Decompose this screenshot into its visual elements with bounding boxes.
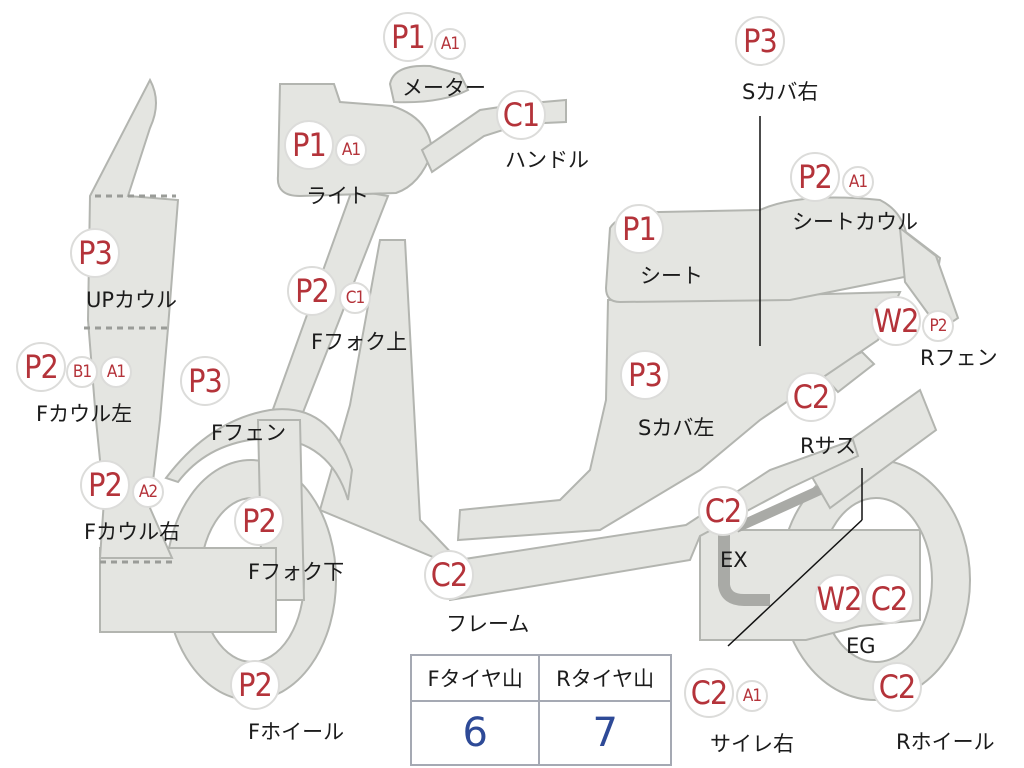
engine-shape (699, 529, 921, 641)
frame-code-1[interactable]: C2 (424, 550, 474, 600)
tire-tread-table: Fタイヤ山 Rタイヤ山 6 7 (409, 654, 672, 766)
front-tire-value: 6 (409, 700, 541, 766)
exhaust-shape (718, 520, 770, 606)
silencer-right-label: サイレ右 (710, 732, 794, 756)
rear-suspension-body (806, 388, 938, 510)
meter-code-2[interactable]: A1 (434, 28, 466, 60)
rear-tire-value: 7 (538, 700, 672, 766)
r-fender-code-2[interactable]: P2 (922, 310, 954, 342)
meter-label: メーター (402, 76, 486, 100)
light-code-2[interactable]: A1 (335, 134, 367, 166)
rear-tire-header: Rタイヤ山 (538, 654, 672, 702)
f-fender-code-1[interactable]: P3 (180, 356, 230, 406)
f-cowl-left-label: Fカウル左 (36, 402, 133, 426)
r-fender-label: Rフェン (920, 346, 998, 370)
f-fork-upper-code-2[interactable]: C1 (339, 282, 371, 314)
handle-label: ハンドル (505, 148, 589, 172)
s-cover-left-code-1[interactable]: P3 (620, 350, 670, 400)
f-cowl-right-code-1[interactable]: P2 (80, 460, 130, 510)
front-fender-shape (164, 408, 354, 501)
r-fender-code-1[interactable]: W2 (871, 296, 921, 346)
f-cowl-left-code-3[interactable]: A1 (100, 356, 132, 388)
f-wheel-label: Fホイール (248, 720, 345, 744)
exhaust-code-1[interactable]: C2 (698, 486, 748, 536)
frame-label: フレーム (446, 612, 530, 636)
front-tire-header: Fタイヤ山 (409, 654, 541, 702)
f-cowl-right-label: Fカウル右 (84, 520, 181, 544)
seat-cowl-code-1[interactable]: P2 (790, 152, 840, 202)
meter-code-1[interactable]: P1 (383, 12, 433, 62)
f-cowl-right-code-2[interactable]: A2 (132, 476, 164, 508)
f-wheel-code-1[interactable]: P2 (230, 660, 280, 710)
f-fender-label: Fフェン (211, 421, 287, 445)
f-cowl-left-code-1[interactable]: P2 (16, 342, 66, 392)
seat-code-1[interactable]: P1 (614, 204, 664, 254)
up-cowl-label: UPカウル (86, 288, 178, 312)
engine-code-1[interactable]: W2 (814, 574, 864, 624)
s-cover-right-label: Sカバ右 (742, 80, 819, 104)
seat-cowl-label: シートカウル (792, 210, 918, 234)
f-fork-lower-code-1[interactable]: P2 (234, 496, 284, 546)
up-cowl-code-1[interactable]: P3 (70, 228, 120, 278)
engine-code-2[interactable]: C2 (864, 574, 914, 624)
f-fork-upper-code-1[interactable]: P2 (287, 266, 337, 316)
f-cowl-left-code-2[interactable]: B1 (66, 356, 98, 388)
r-suspension-code-1[interactable]: C2 (786, 372, 836, 422)
front-cowl-lower-shape (99, 547, 277, 633)
exhaust-label: EX (720, 548, 748, 572)
handle-code-1[interactable]: C1 (496, 90, 546, 140)
light-code-1[interactable]: P1 (284, 120, 334, 170)
silencer-right-code-1[interactable]: C2 (684, 668, 734, 718)
r-wheel-label: Rホイール (896, 730, 995, 754)
exhaust-link (733, 485, 823, 533)
r-wheel-code-1[interactable]: C2 (872, 662, 922, 712)
seat-label: シート (640, 264, 703, 288)
meter-shape (388, 64, 470, 104)
r-suspension-label: Rサス (800, 434, 857, 458)
s-cover-left-label: Sカバ左 (638, 416, 715, 440)
light-label: ライト (306, 184, 369, 208)
f-fork-lower-label: Fフォク下 (248, 560, 345, 584)
s-cover-right-code-1[interactable]: P3 (735, 16, 785, 66)
silencer-right-code-2[interactable]: A1 (736, 680, 768, 712)
seat-cowl-code-2[interactable]: A1 (842, 166, 874, 198)
engine-label: EG (846, 634, 876, 658)
f-fork-upper-label: Fフォク上 (311, 330, 408, 354)
